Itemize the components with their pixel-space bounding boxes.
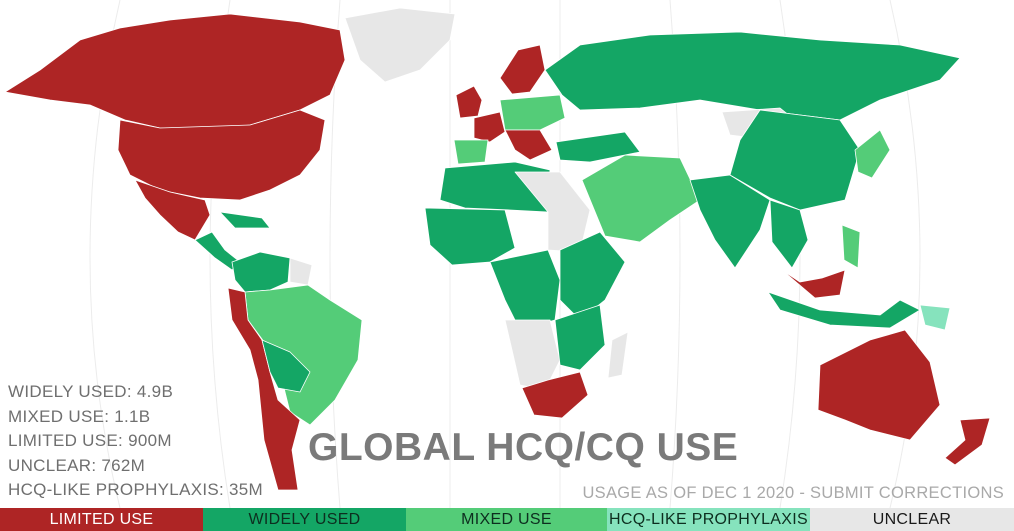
region-canada-alaska [4, 13, 346, 131]
region-greenland [344, 7, 456, 83]
region-mozambique-zimbabwe [554, 304, 606, 371]
stat-mixed-use: MIXED USE: 1.1B [8, 406, 151, 426]
region-arabia-iran [581, 154, 701, 243]
region-usa [117, 109, 326, 201]
region-peru-chile-argentina [227, 287, 301, 491]
region-east-africa [559, 231, 626, 321]
region-italy-balkans [504, 129, 553, 161]
region-japan-korea [854, 129, 891, 179]
region-cuba-caribbean [219, 211, 271, 229]
map-subtitle[interactable]: USAGE AS OF DEC 1 2020 - SUBMIT CORRECTI… [582, 484, 1004, 502]
stat-widely-used: WIDELY USED: 4.9B [8, 382, 174, 401]
legend-limited-use: LIMITED USE [0, 508, 203, 531]
stat-hcq-like-prophylaxis: HCQ-LIKE PROPHYLAXIS: 35M [8, 480, 264, 499]
region-russia [544, 31, 961, 121]
region-iberia [453, 139, 489, 165]
region-papua-new-guinea [919, 304, 951, 331]
region-philippines [841, 224, 861, 269]
region-central-europe [499, 94, 566, 131]
region-guianas [289, 257, 313, 286]
stat-unclear: UNCLEAR: 762M [8, 455, 146, 475]
map-title: GLOBAL HCQ/CQ USE [308, 426, 739, 469]
region-malaysia [781, 269, 846, 299]
population-stats: WIDELY USED: 4.9B MIXED USE: 1.1B LIMITE… [8, 380, 263, 503]
region-uk-ireland [455, 85, 483, 119]
region-middle-east [555, 131, 641, 163]
region-central-africa [489, 249, 561, 331]
region-madagascar [607, 331, 629, 379]
region-colombia-venezuela [231, 251, 291, 293]
region-scandinavia [499, 44, 546, 95]
region-west-africa [424, 207, 516, 266]
region-indonesia [767, 291, 921, 329]
region-south-africa [521, 371, 589, 419]
legend-bar: LIMITED USE WIDELY USED MIXED USE HCQ-LI… [0, 508, 1014, 531]
region-libya-sudan [514, 171, 591, 253]
region-new-zealand [944, 417, 991, 466]
region-southeast-asia [769, 199, 809, 269]
legend-hcq-like-prophylaxis: HCQ-LIKE PROPHYLAXIS [607, 508, 810, 531]
region-bolivia-paraguay [261, 339, 311, 393]
legend-mixed-use: MIXED USE [406, 508, 607, 531]
world-map [4, 0, 991, 508]
region-france-benelux [473, 111, 506, 143]
stat-limited-use: LIMITED USE: 900M [8, 431, 172, 450]
legend-unclear: UNCLEAR [810, 508, 1014, 531]
legend-widely-used: WIDELY USED [203, 508, 406, 531]
region-australia [817, 329, 941, 441]
